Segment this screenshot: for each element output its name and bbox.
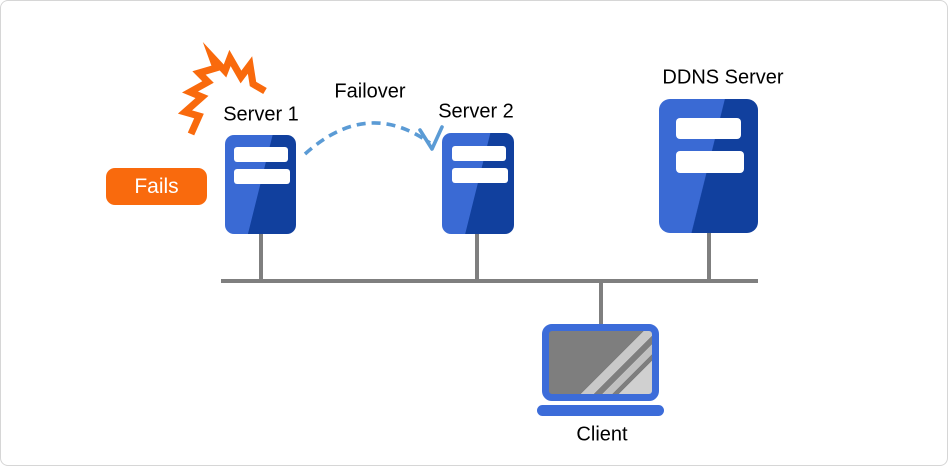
ddns-server-icon: [659, 99, 758, 233]
failover-arrow-arc: [303, 121, 432, 156]
server1-icon: [225, 135, 296, 234]
server-slot: [676, 118, 741, 139]
server2-icon: [442, 133, 514, 234]
failover-label: Failover: [334, 80, 406, 103]
server-slot: [676, 151, 744, 173]
server-slot: [234, 169, 290, 184]
ddns-server-label: DDNS Server: [662, 66, 784, 89]
client-label: Client: [576, 423, 628, 446]
server2-label: Server 2: [438, 100, 514, 123]
server1-label: Server 1: [223, 103, 299, 126]
laptop-icon: [542, 324, 659, 401]
fails-badge-label: Fails: [134, 174, 179, 198]
fails-badge: Fails: [106, 168, 207, 205]
failure-burst-icon: [177, 41, 267, 136]
server-slot: [234, 147, 288, 162]
server-slot: [452, 168, 508, 183]
server-slot: [452, 146, 506, 161]
failover-arrowhead: [418, 125, 444, 151]
laptop-base: [537, 405, 664, 416]
